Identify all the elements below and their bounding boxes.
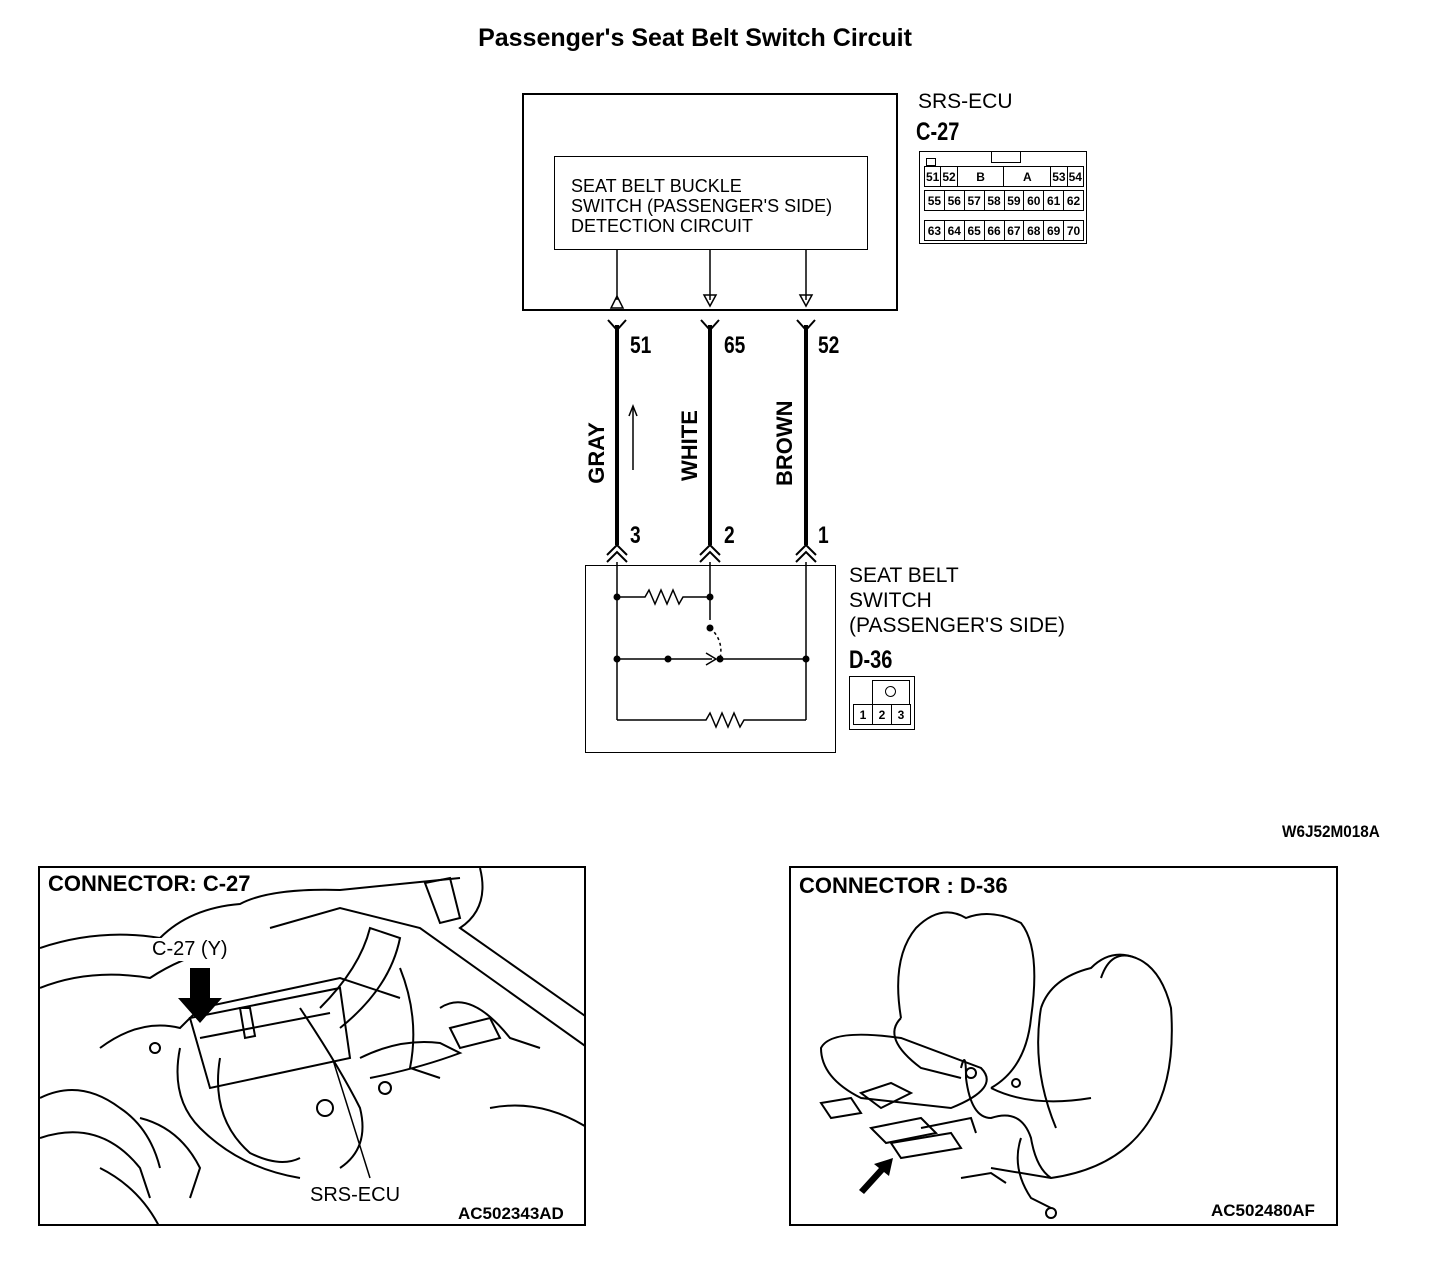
switch-name-line: SEAT BELT: [849, 564, 959, 587]
ecu-connector-id: C-27: [916, 118, 960, 146]
c27-pin: 54: [1066, 166, 1085, 187]
detection-line-3: DETECTION CIRCUIT: [571, 216, 753, 236]
c27-pin: 65: [963, 220, 985, 241]
c27-latch: [991, 152, 1021, 163]
c27-row-3: 63 64 65 66 67 68 69 70: [924, 220, 1084, 241]
arrow-down-icon: [798, 294, 814, 308]
c27-pin: 61: [1043, 190, 1065, 211]
callout-label: C-27 (Y): [152, 938, 228, 961]
connector-c27-panel: CONNECTOR: C-27 C-27 (Y) SRS-ECU AC50234…: [38, 866, 586, 1226]
c27-pin: 63: [924, 220, 945, 241]
c27-pin: 57: [963, 190, 985, 211]
c27-pin: 67: [1003, 220, 1025, 241]
c27-pin: 53: [1050, 166, 1068, 187]
seat-belt-switch-box: [585, 565, 836, 753]
switch-connector-id: D-36: [849, 646, 893, 674]
c27-pin: 69: [1043, 220, 1065, 241]
panel-code: AC502480AF: [1211, 1201, 1315, 1221]
detection-circuit-box: [554, 156, 868, 250]
ecu-pin-label: 51: [630, 332, 652, 359]
c27-pin: 51: [923, 166, 942, 187]
page-title: Passenger's Seat Belt Switch Circuit: [478, 24, 912, 52]
d36-pin: 2: [872, 704, 892, 725]
detection-circuit-label: SEAT BELT BUCKLE SWITCH (PASSENGER'S SID…: [571, 176, 832, 236]
d36-latch: [872, 680, 910, 705]
c27-key-left: [926, 158, 936, 166]
c27-row-2: 55 56 57 58 59 60 61 62: [924, 190, 1084, 211]
c27-pin: 58: [983, 190, 1005, 211]
c27-connector-face: 51 52 B A 53 54 55 56 57 58 59 60 61 62 …: [919, 151, 1087, 244]
arrow-up-icon: [609, 294, 625, 309]
location-arrow-icon: [178, 968, 222, 1023]
wire-color-label: WHITE: [677, 410, 702, 481]
panel-code: AC502343AD: [458, 1204, 564, 1224]
wiring-diagram: [606, 250, 817, 729]
d36-pins: 1 2 3: [853, 704, 911, 725]
wire-color-label: GRAY: [584, 422, 609, 484]
switch-pin-label: 3: [630, 522, 641, 549]
resistor-top: [617, 588, 710, 606]
switch-pin-label: 2: [724, 522, 735, 549]
c27-location-illustration: [40, 868, 584, 1224]
d36-key-icon: [885, 686, 896, 697]
panel-title: CONNECTOR: C-27: [48, 871, 251, 897]
switch-name-line: SWITCH: [849, 589, 932, 612]
c27-pin: 62: [1063, 190, 1084, 211]
part-label: SRS-ECU: [310, 1184, 401, 1207]
detection-line-1: SEAT BELT BUCKLE: [571, 176, 742, 196]
c27-pin: 59: [1003, 190, 1025, 211]
c27-pin: 52: [940, 166, 958, 187]
switch-pin-label: 1: [818, 522, 829, 549]
detection-line-2: SWITCH (PASSENGER'S SIDE): [571, 196, 833, 216]
c27-pin: 70: [1063, 220, 1084, 241]
srs-ecu-box: [522, 93, 898, 311]
ecu-pin-label: 52: [818, 332, 840, 359]
switch-name-line: (PASSENGER'S SIDE): [849, 614, 1065, 637]
d36-pin: 3: [891, 704, 911, 725]
connector-d36-panel: CONNECTOR : D-36 AC502480AF: [789, 866, 1338, 1226]
resistor-bottom: [617, 711, 806, 729]
location-arrow-icon: [859, 1158, 893, 1194]
ecu-pin-label: 65: [724, 332, 746, 359]
diagram-code: W6J52M018A: [1282, 822, 1380, 841]
switch-name: SEAT BELT SWITCH (PASSENGER'S SIDE): [849, 563, 1065, 638]
c27-row-1: 51 52 B A 53 54: [923, 166, 1085, 187]
c27-pin: 68: [1023, 220, 1045, 241]
ecu-name: SRS-ECU: [918, 90, 1013, 113]
wire-color-label: BROWN: [772, 400, 797, 486]
arrow-down-icon: [702, 294, 718, 308]
d36-connector-face: 1 2 3: [849, 676, 915, 730]
d36-location-illustration: [819, 911, 1173, 1219]
panel-title: CONNECTOR : D-36: [799, 873, 1008, 899]
c27-pin: 64: [943, 220, 965, 241]
d36-pin: 1: [853, 704, 873, 725]
